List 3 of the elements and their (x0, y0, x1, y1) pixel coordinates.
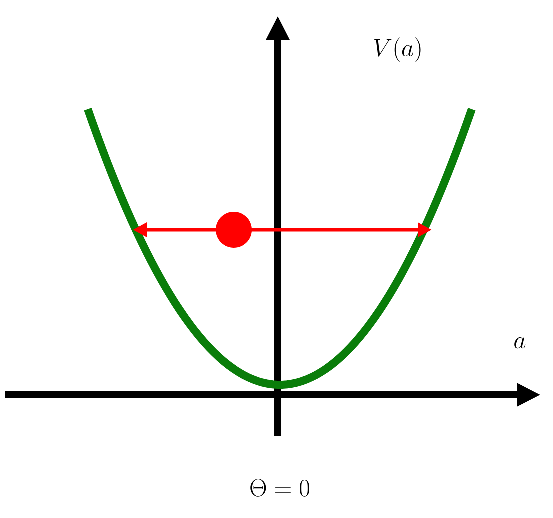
condition-label: $\Theta = 0$ (250, 479, 310, 497)
axis-label: $a$ (514, 337, 526, 349)
axis-label: $V(a)$ (374, 38, 421, 62)
